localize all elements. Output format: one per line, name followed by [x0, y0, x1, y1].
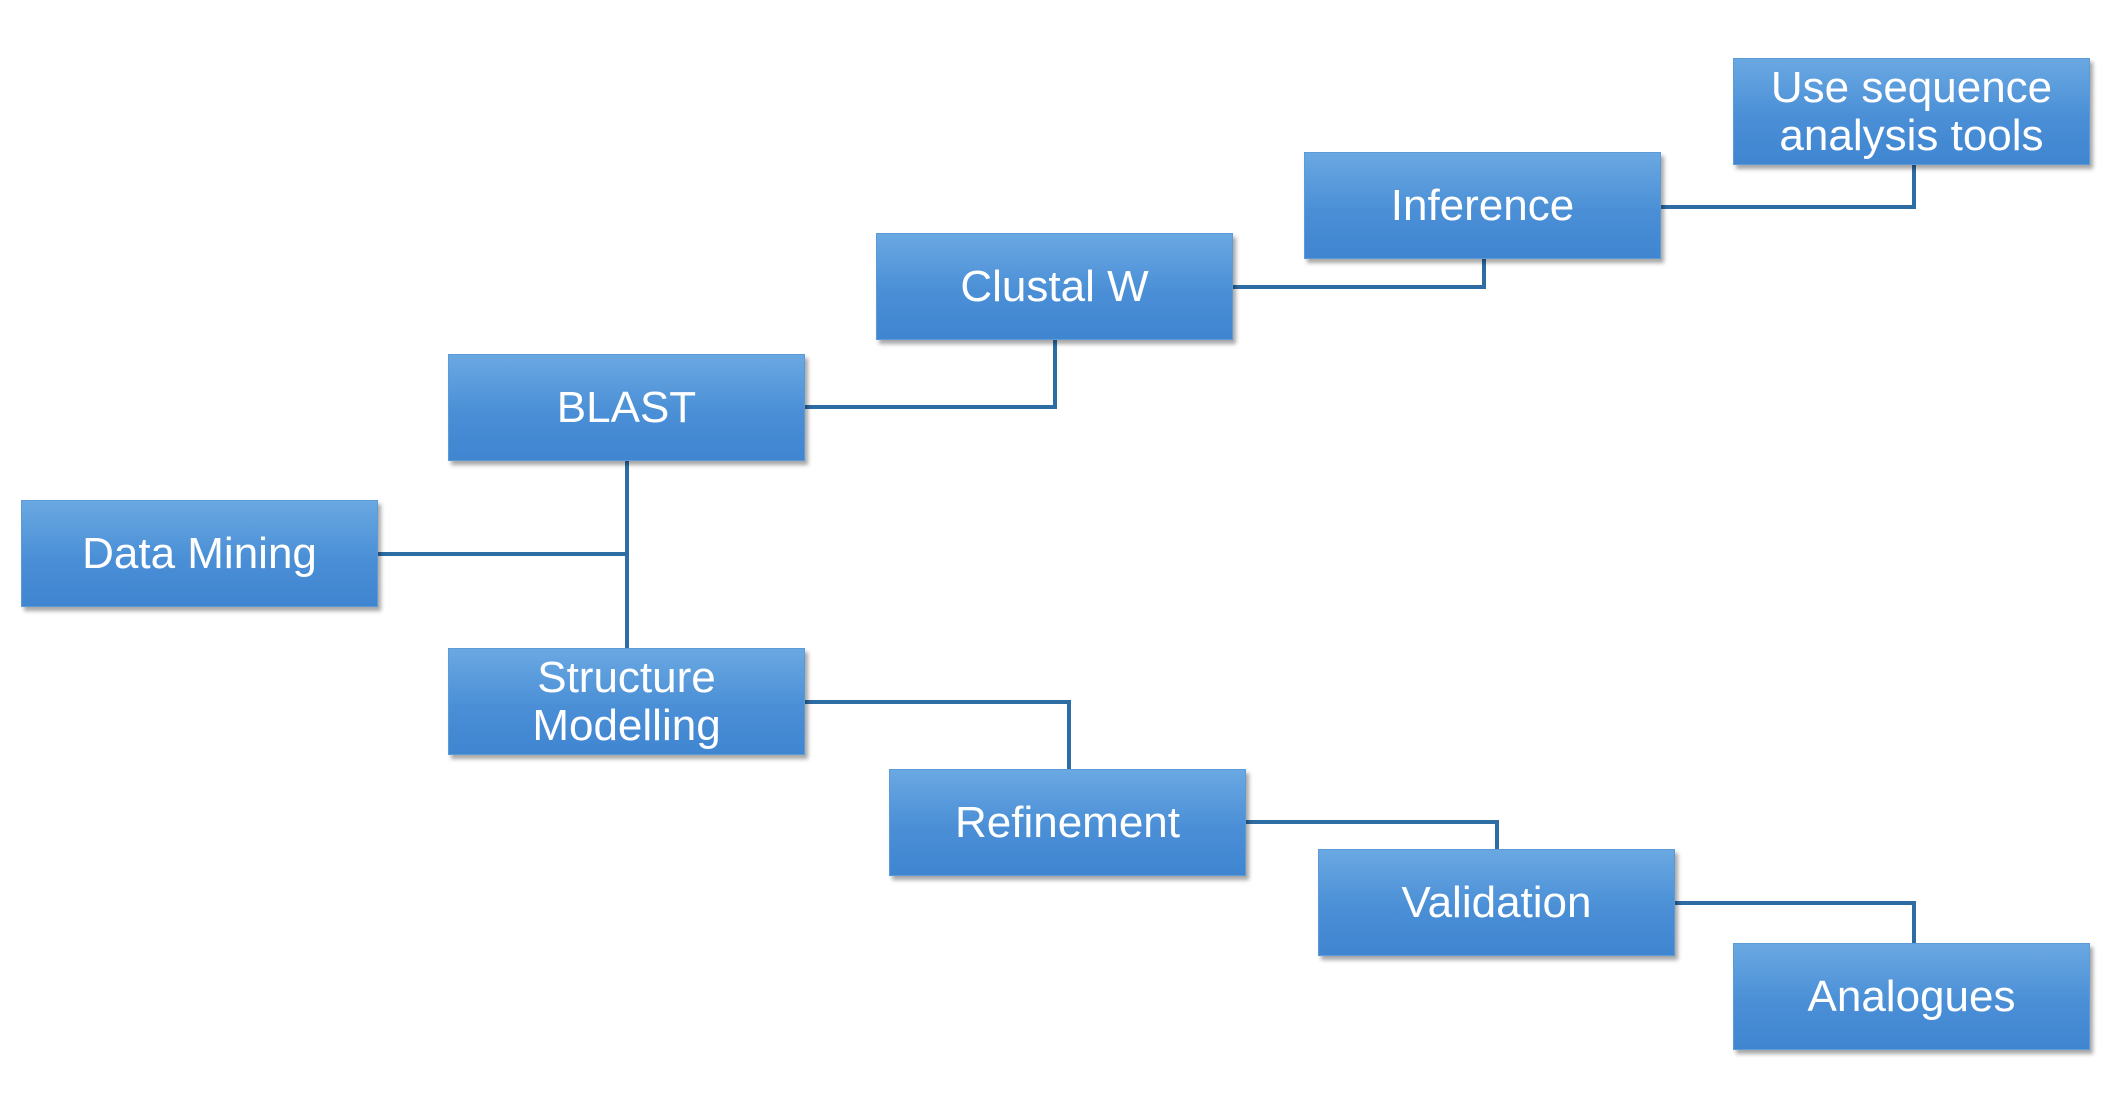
connector-data-mining-to-blast [378, 461, 629, 556]
node-structure-modelling[interactable]: Structure Modelling [448, 648, 805, 755]
node-use-sequence-analysis-tools[interactable]: Use sequence analysis tools [1733, 58, 2090, 165]
connector-blast-to-clustal-w [805, 340, 1057, 409]
connector-clustal-w-to-inference [1233, 259, 1486, 289]
node-blast[interactable]: BLAST [448, 354, 805, 461]
node-inference[interactable]: Inference [1304, 152, 1661, 259]
connector-refinement-to-validation [1246, 820, 1499, 849]
node-analogues[interactable]: Analogues [1733, 943, 2090, 1050]
connector-validation-to-analogues [1675, 901, 1916, 943]
node-clustal-w[interactable]: Clustal W [876, 233, 1233, 340]
node-refinement[interactable]: Refinement [889, 769, 1246, 876]
connector-structure-modelling-to-refinement [805, 700, 1071, 769]
node-data-mining[interactable]: Data Mining [21, 500, 378, 607]
node-validation[interactable]: Validation [1318, 849, 1675, 956]
connector-inference-to-use-sequence-tools [1661, 165, 1916, 209]
